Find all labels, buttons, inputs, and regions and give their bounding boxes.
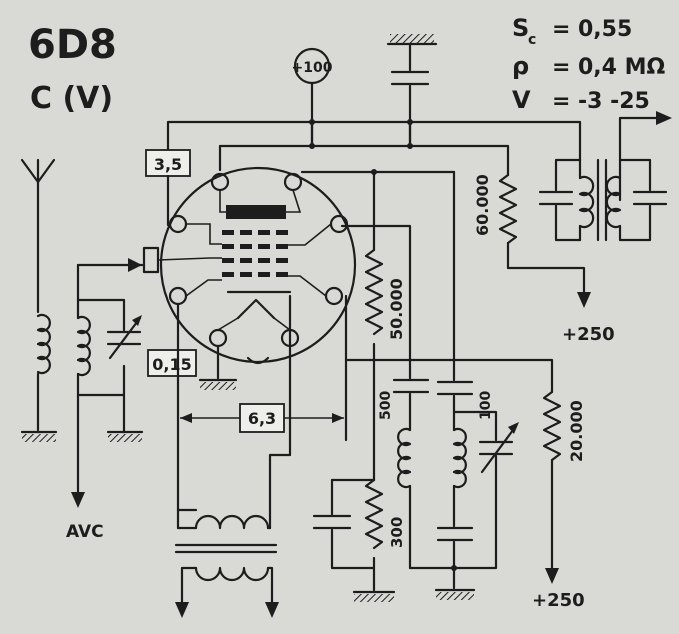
anode-plate [226,205,286,219]
arrow-down-icon [175,602,189,618]
param-rho-eq: = [552,55,570,80]
antenna-icon [20,158,56,314]
svg-text:60.000: 60.000 [473,174,492,236]
svg-text:300: 300 [388,517,406,548]
param-rho-value: 0,4 MΩ [578,55,666,80]
supply-plus100-label: +100 [292,60,333,76]
resistor-50000: 50.000 [300,169,406,482]
resistor-60000: 60.000 +250 [473,173,615,345]
heater-label: 6,3 [248,409,276,428]
avc-arrow-icon [71,492,85,508]
capacitor-500: 500 [340,224,430,570]
svg-text:0,15: 0,15 [152,355,191,374]
top-bus-wire [166,120,582,162]
param-v-symbol: V [512,86,531,114]
resistor-20000: 20.000 +250 [344,358,586,611]
heater-dimension: 6,3 [176,294,348,512]
supply-plus250-top: +250 [562,324,615,345]
supply-plus250-bottom: +250 [532,590,585,611]
param-v-value: -3 -25 [578,89,650,114]
ground-icon [390,34,434,43]
second-bus-wire [218,144,510,177]
ground-icon [22,434,56,442]
parameter-rho: ρ = 0,4 MΩ [512,52,666,80]
ground-icon [354,594,394,602]
if-transformer [538,158,668,242]
param-v-eq: = [552,89,570,114]
grid-coil [71,258,144,508]
antenna-coil [20,313,58,442]
cap-label-0-15: 0,15 [147,349,197,377]
arrow-down-icon [577,292,591,308]
svg-text:100: 100 [478,391,494,420]
ground-icon [108,434,142,442]
param-sc-value: 0,55 [578,17,632,42]
param-sc-symbol: S [512,14,529,42]
ground-icon [436,592,474,600]
output-arrow-icon [656,111,672,125]
parameter-sc: S c = 0,55 [512,14,632,48]
ground-icon [200,382,236,390]
avc-label: AVC [66,522,104,542]
svg-text:3,5: 3,5 [154,155,182,174]
capacitor-100: 100 [372,170,519,600]
svg-text:500: 500 [378,391,394,420]
svg-text:50.000: 50.000 [387,278,406,340]
arrow-down-icon [545,568,559,584]
param-rho-symbol: ρ [512,52,529,80]
param-sc-sub: c [528,32,536,48]
top-bypass-capacitor [386,34,438,148]
output-wire [618,116,666,202]
svg-text:20.000: 20.000 [567,400,586,462]
arrow-down-icon [265,602,279,618]
cap-label-3-5: 3,5 [145,149,191,177]
tube-type: 6D8 [28,22,117,68]
tube-envelope [142,166,357,365]
parameter-v: V = -3 -25 [512,86,650,114]
heater-transformer [174,294,292,618]
param-sc-eq: = [552,17,570,42]
resistor-300: 300 [312,478,406,602]
tube-subtitle: C (V) [30,81,113,116]
